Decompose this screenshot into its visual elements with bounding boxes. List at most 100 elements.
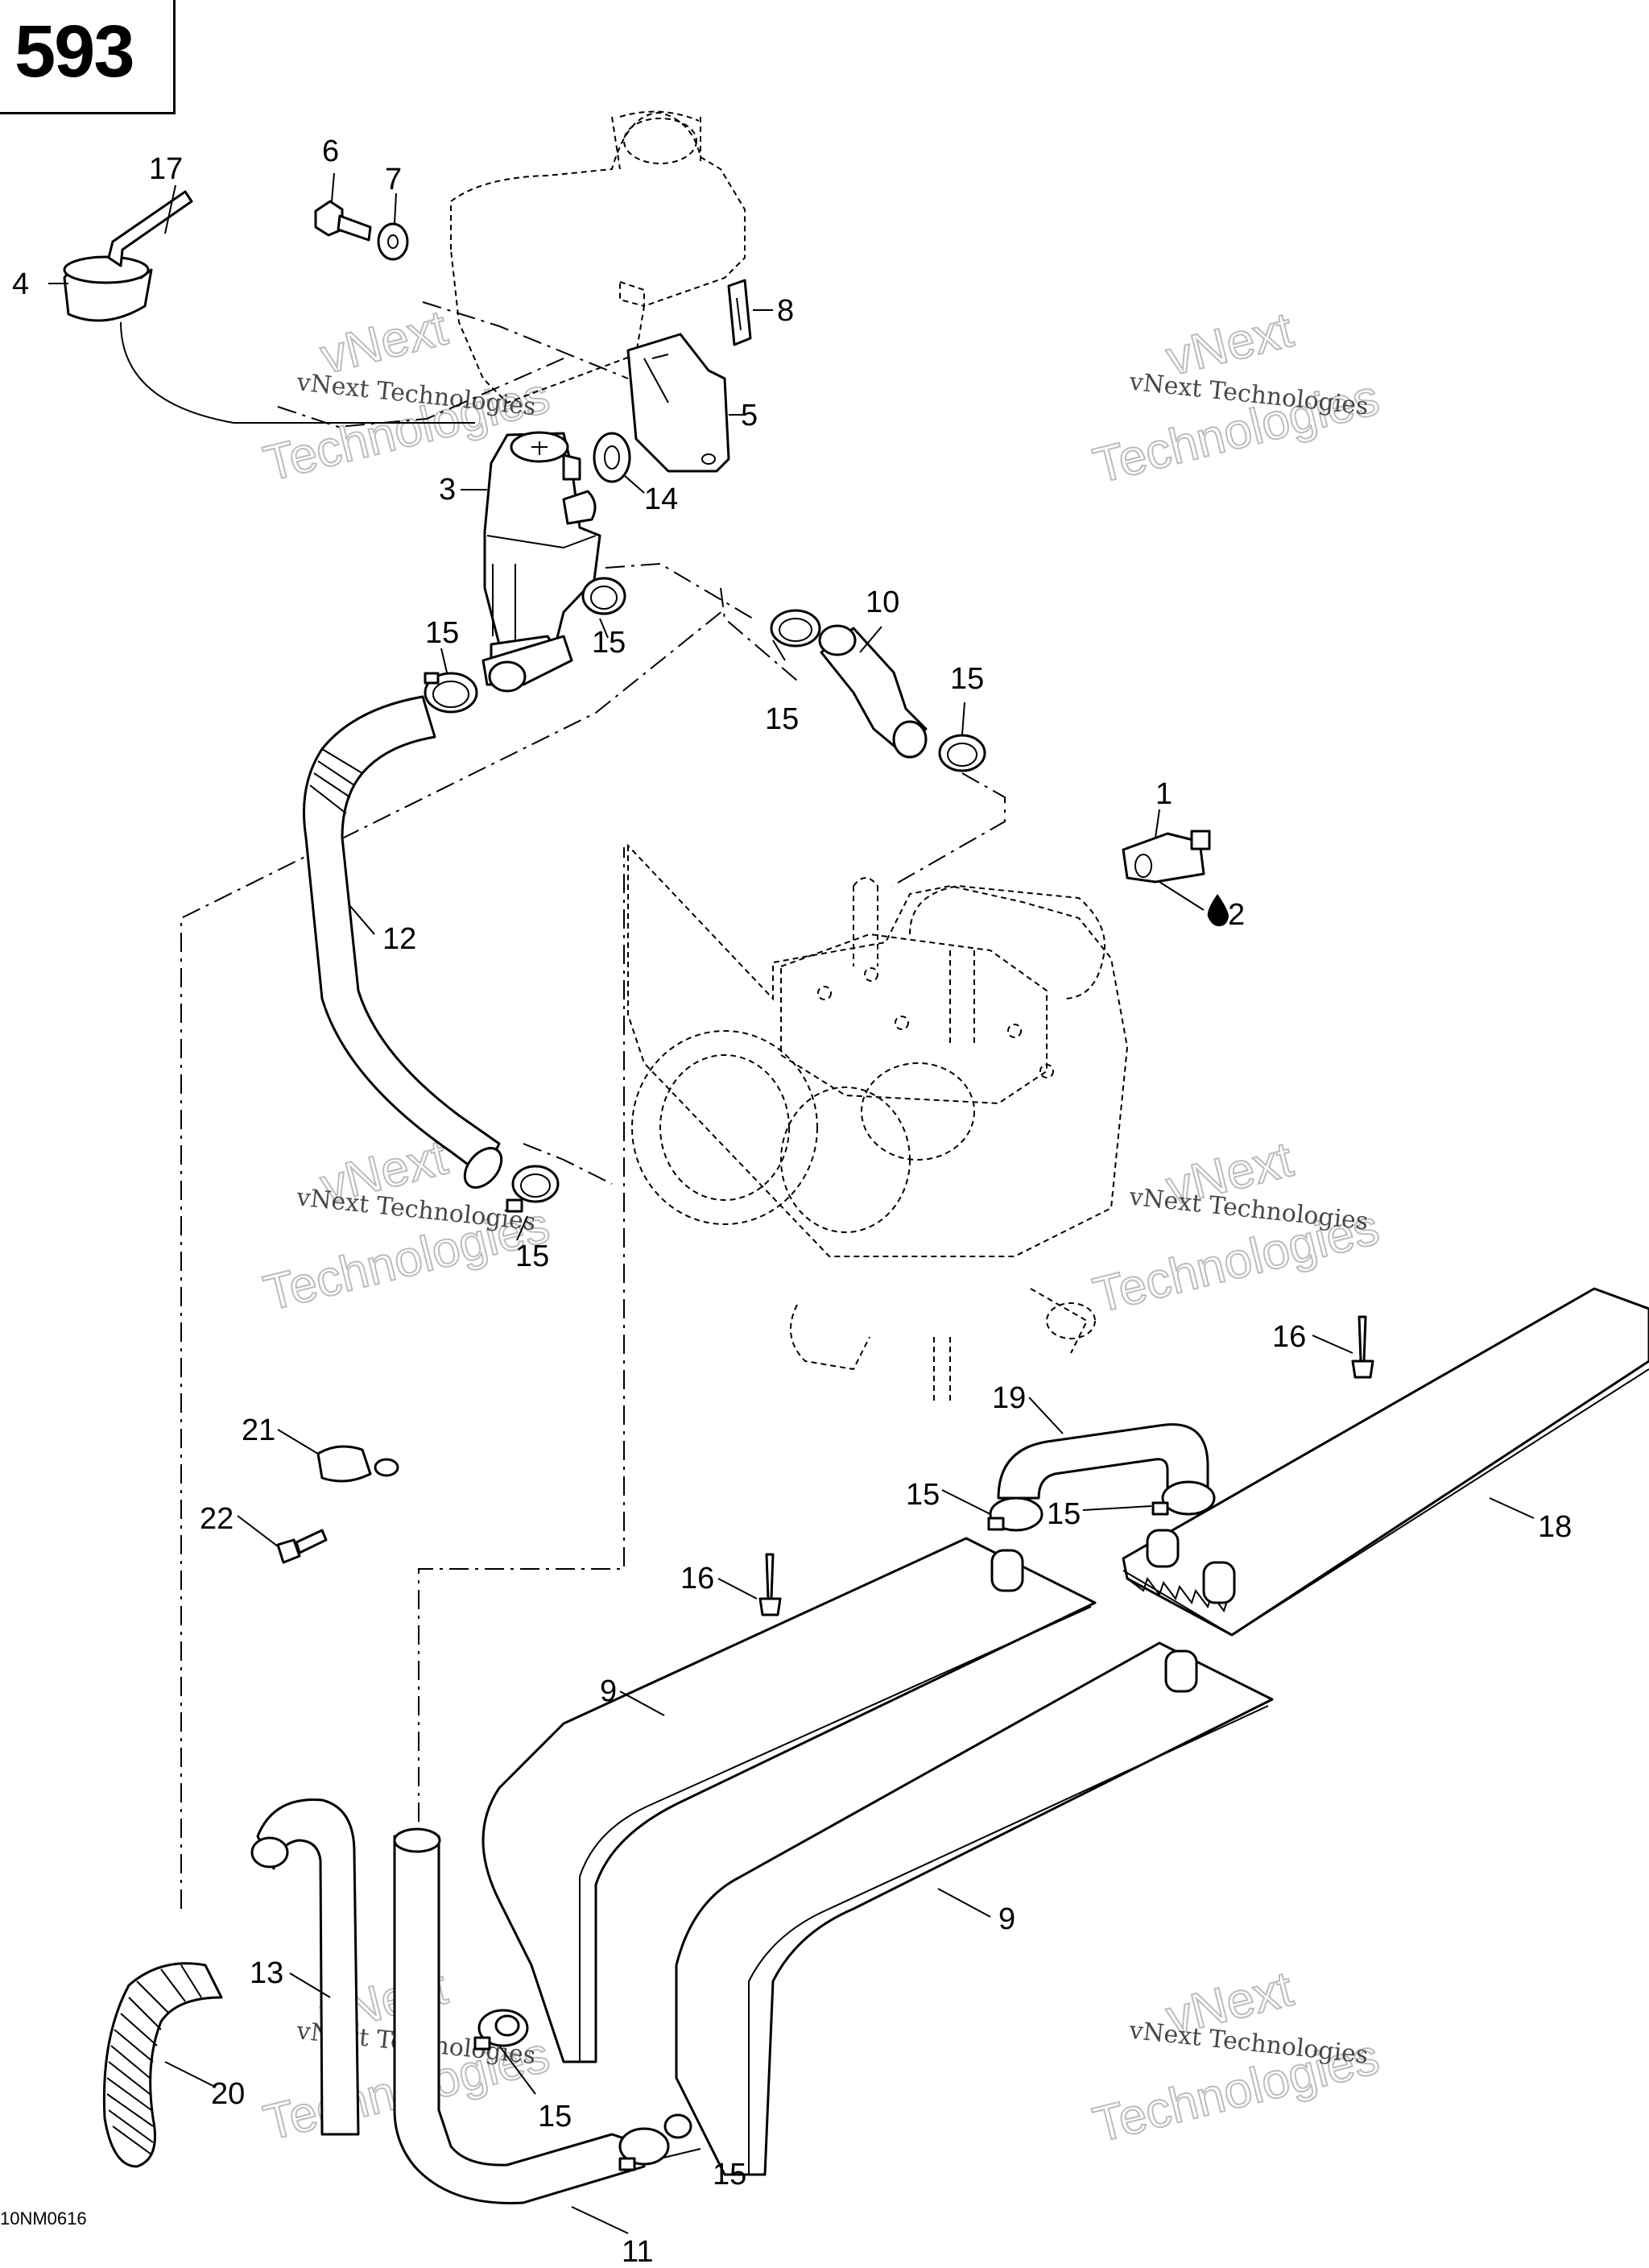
leader-6 xyxy=(331,172,335,202)
grommet-hole xyxy=(604,445,620,470)
leader-14 xyxy=(623,474,645,494)
rivet-upper xyxy=(1351,1315,1374,1379)
reservoir-outlet xyxy=(562,490,597,525)
exchanger-body xyxy=(481,1537,1097,2063)
hose-support-clip xyxy=(316,1445,399,1483)
protective-sleeve-20 xyxy=(102,1962,223,2168)
clip-screw-head xyxy=(276,1538,301,1564)
bracket-plate xyxy=(626,333,730,473)
fitting-end xyxy=(488,660,527,693)
rivet-shank xyxy=(765,1553,775,1600)
watermark-bottom-right: vNext Technologies vNext Technologies xyxy=(1087,1960,1385,2154)
hose-end xyxy=(393,1827,441,1853)
reservoir-seam xyxy=(486,535,597,548)
radiator-fitting xyxy=(1146,1529,1180,1568)
part-label-15g: 15 xyxy=(1047,1497,1081,1531)
temperature-sensor xyxy=(1122,830,1211,884)
leader-18 xyxy=(1489,1497,1535,1519)
heat-exchanger-9-lower xyxy=(675,1641,1274,2176)
hose-clamp-upper-left xyxy=(424,672,478,714)
watermark-top-right: vNext Technologies vNext Technologies xyxy=(1087,301,1385,495)
part-label-22: 22 xyxy=(200,1502,234,1536)
clamp-screw xyxy=(987,1517,1005,1531)
part-label-13: 13 xyxy=(250,1956,283,1990)
watermark-mid-left: vNext Technologies vNext Technologies xyxy=(258,1129,556,1323)
assembly-line xyxy=(523,1143,613,1185)
engine-outline xyxy=(627,843,1129,1401)
leader-19 xyxy=(1028,1397,1064,1434)
part-label-16a: 16 xyxy=(1272,1320,1306,1354)
coolant-hose-13 xyxy=(250,1798,360,2136)
coolant-reservoir xyxy=(483,431,601,670)
leader-15e xyxy=(516,1215,528,1241)
clamp-inner xyxy=(590,586,618,610)
part-label-18: 18 xyxy=(1538,1510,1572,1544)
sensor-connector xyxy=(1190,830,1211,850)
engine-magneto xyxy=(631,1030,818,1225)
leader-21 xyxy=(277,1429,319,1455)
part-label-9b: 9 xyxy=(998,1902,1015,1936)
assembly-lines xyxy=(180,301,1006,1909)
part-label-1: 1 xyxy=(1155,777,1172,811)
leader-10 xyxy=(859,626,882,653)
washer-hole xyxy=(387,234,399,249)
engine-spark-plug xyxy=(853,877,878,966)
engine-exhaust-manifold xyxy=(909,884,1106,999)
elbow-end xyxy=(892,720,928,759)
leader-15i xyxy=(659,2148,701,2159)
hose-clamp-upper-right xyxy=(581,577,626,615)
part-label-6: 6 xyxy=(322,135,339,168)
oil-drop-icon xyxy=(1207,894,1229,926)
bracket-edge xyxy=(643,354,669,404)
hose-body xyxy=(256,1798,360,2136)
leader-15a xyxy=(440,648,448,673)
part-label-15e: 15 xyxy=(515,1240,549,1273)
clamp-inner xyxy=(432,681,469,708)
hose-fitting-lower-a xyxy=(494,2014,520,2037)
part-label-19: 19 xyxy=(992,1381,1026,1415)
engine-bolt xyxy=(864,967,878,982)
coolant-hose-elbow-10 xyxy=(818,624,928,759)
hose-end xyxy=(250,1836,289,1869)
reservoir-cap-arrow xyxy=(531,441,548,455)
part-label-5: 5 xyxy=(741,399,758,432)
vent-hose-line xyxy=(120,321,475,424)
rivet-lower xyxy=(758,1553,782,1616)
fitting-end xyxy=(494,2014,520,2037)
sensor-body xyxy=(1122,832,1205,884)
rivet-shank xyxy=(1358,1315,1367,1363)
heat-exchanger-9-upper xyxy=(481,1537,1097,2063)
leader-20 xyxy=(164,2061,214,2087)
assembly-line xyxy=(422,301,629,379)
engine-cylinder-head xyxy=(780,933,1048,1105)
clamp-inner xyxy=(520,1173,551,1198)
assembly-line xyxy=(891,772,1006,887)
heat-exchanger-18 xyxy=(1122,1287,1649,1637)
hose-clamp-19-left xyxy=(987,1496,1044,1532)
part-label-3: 3 xyxy=(439,473,456,507)
fuel-tank-tab xyxy=(619,280,645,308)
part-label-7: 7 xyxy=(385,163,402,197)
part-label-2: 2 xyxy=(1228,898,1245,932)
part-label-10: 10 xyxy=(866,586,899,619)
assembly-line xyxy=(180,610,724,1909)
tank-bolt xyxy=(314,200,409,261)
support-clip-eye xyxy=(374,1458,399,1477)
engine-bolt xyxy=(1039,1064,1054,1078)
engine-magneto-inner xyxy=(659,1054,790,1201)
radiator-fitting xyxy=(1202,1561,1236,1604)
clamp-screw xyxy=(506,1198,523,1213)
part-label-21: 21 xyxy=(242,1413,275,1447)
vent-tube xyxy=(107,190,193,267)
part-label-16b: 16 xyxy=(680,1562,714,1595)
engine-outlet xyxy=(790,1304,870,1371)
part-label-15d: 15 xyxy=(950,662,984,696)
part-label-9a: 9 xyxy=(600,1674,617,1708)
leader-16b xyxy=(717,1578,758,1600)
part-label-17: 17 xyxy=(149,152,183,186)
page-number-box: 593 xyxy=(0,0,176,114)
part-label-15a: 15 xyxy=(425,616,459,650)
fuel-tank-body xyxy=(450,111,746,404)
tank-bracket xyxy=(626,333,730,473)
